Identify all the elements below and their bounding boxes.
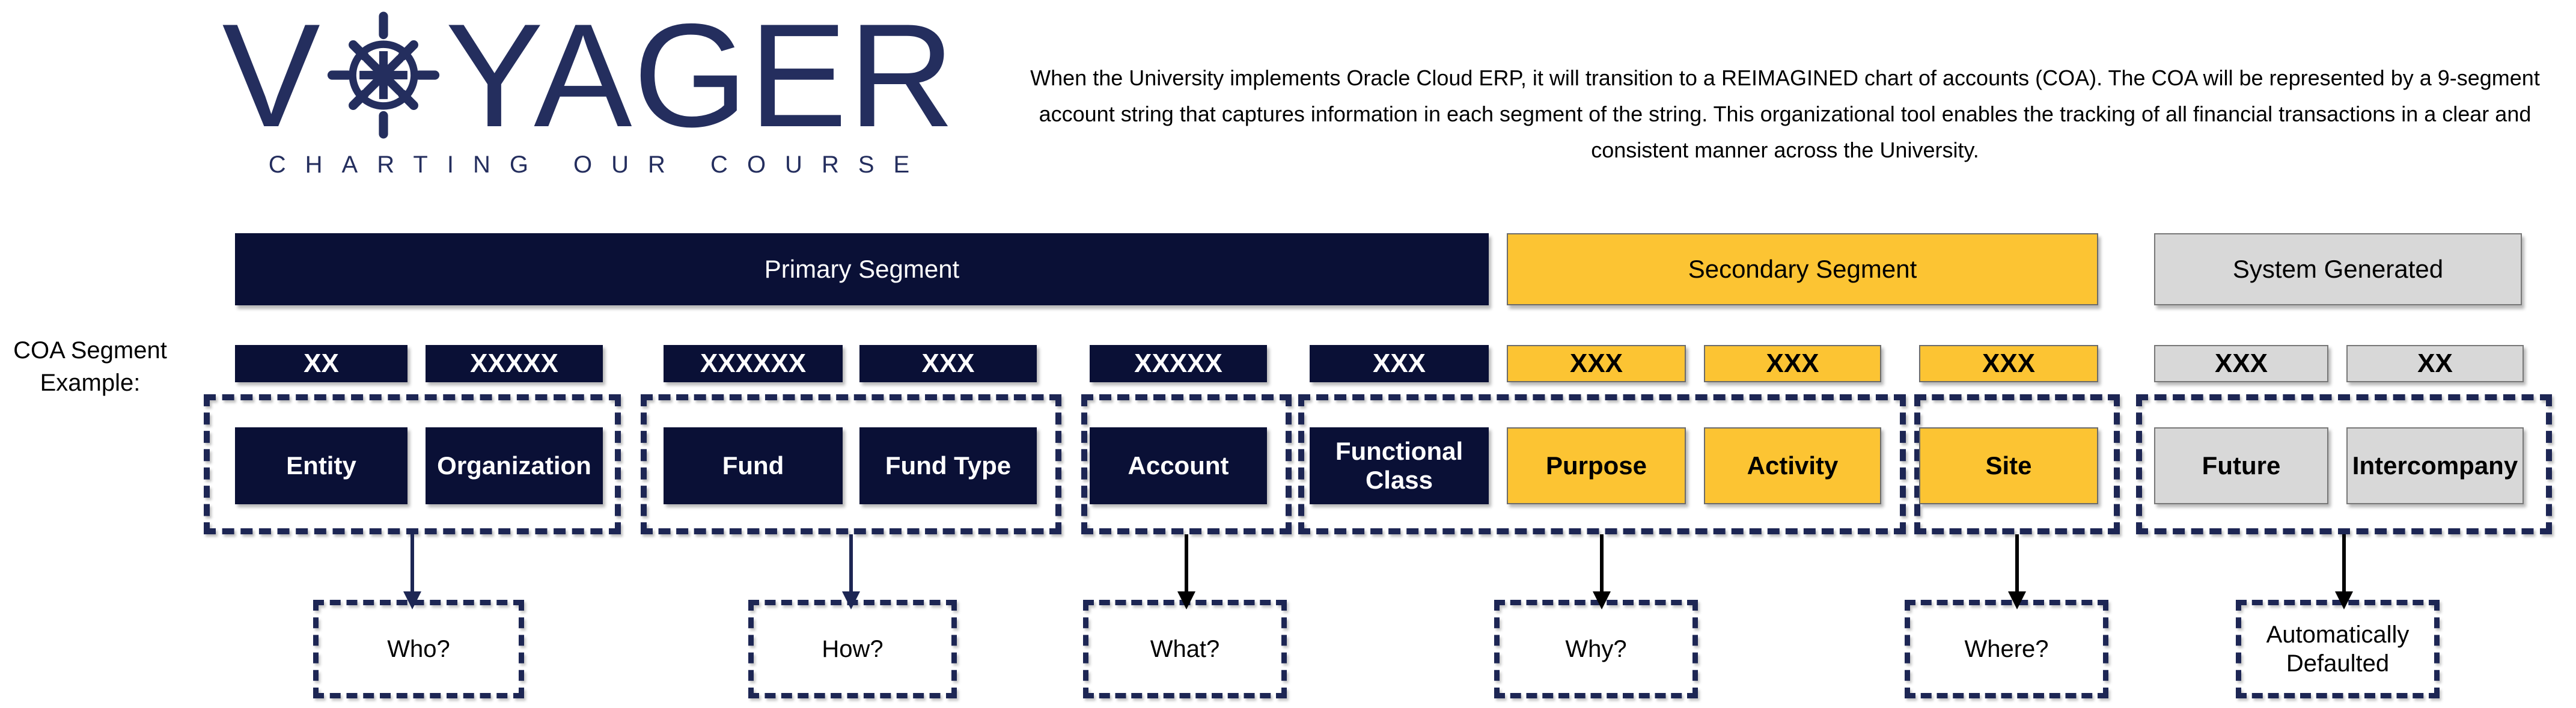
arrow-down-icon (1593, 591, 1611, 609)
question-label: Why? (1565, 636, 1627, 662)
primary-segment-header: Primary Segment (235, 233, 1489, 305)
segment-name-box-entity: Entity (235, 427, 407, 504)
question-box-border (1905, 600, 2108, 698)
coa-example-label: COA Segment Example: (13, 337, 167, 396)
segment-code-box-fund-type: XXX (859, 345, 1037, 382)
segment-code-box-purpose: XXX (1507, 345, 1686, 382)
connector-line-who (411, 534, 414, 593)
segment-name-box-site: Site (1919, 427, 2098, 504)
segment-code-box-fund: XXXXXX (664, 345, 843, 382)
segment-name-box-activity: Activity (1704, 427, 1881, 504)
segment-group-outline-why (1298, 394, 1906, 534)
segment-name-box-future: Future (2154, 427, 2328, 504)
question-label: What? (1150, 636, 1220, 662)
logo-tagline: CHARTING OUR COURSE (268, 151, 929, 178)
connector-line-how (849, 534, 853, 593)
question-box-why: Why? (1494, 600, 1698, 698)
segment-code-box-site: XXX (1919, 345, 2098, 382)
segment-code-box-intercompany: XX (2346, 345, 2524, 382)
logo-word-end: YAGER (445, 0, 956, 157)
arrow-down-icon (2335, 591, 2353, 609)
secondary-segment-header: Secondary Segment (1507, 233, 2098, 305)
connector-line-why (1600, 534, 1604, 593)
segment-group-outline-who (204, 394, 621, 534)
connector-line-auto (2342, 534, 2346, 593)
system-generated-header: System Generated (2154, 233, 2522, 305)
segment-name-box-functional-class: Functional Class (1310, 427, 1489, 504)
question-box-who: Who? (313, 600, 524, 698)
segment-group-outline-what (1081, 394, 1292, 534)
arrow-down-icon (842, 591, 860, 609)
segment-code-box-entity: XX (235, 345, 407, 382)
segment-name-box-fund: Fund (664, 427, 843, 504)
segment-name-box-intercompany: Intercompany (2346, 427, 2524, 504)
voyager-logo: V YAGER (204, 0, 974, 150)
connector-line-where (2015, 534, 2019, 593)
question-label: How? (822, 636, 884, 662)
segment-name-box-organization: Organization (426, 427, 603, 504)
segment-code-box-account: XXXXX (1090, 345, 1267, 382)
ship-wheel-icon (327, 11, 440, 139)
segment-group-outline-auto (2136, 394, 2552, 534)
question-label: Who? (387, 636, 450, 662)
segment-group-outline-where (1914, 394, 2120, 534)
segment-group-outline-how (641, 394, 1061, 534)
arrow-down-icon (403, 591, 421, 609)
segment-name-box-purpose: Purpose (1507, 427, 1686, 504)
question-box-where: Where? (1905, 600, 2108, 698)
arrow-down-icon (2008, 591, 2026, 609)
logo-word-start: V (222, 0, 322, 157)
question-box-automatically-defaulted: Automatically Defaulted (2236, 600, 2440, 698)
connector-line-what (1185, 534, 1188, 593)
intro-text: When the University implements Oracle Cl… (1030, 66, 2540, 162)
segment-code-box-organization: XXXXX (426, 345, 603, 382)
segment-code-box-activity: XXX (1704, 345, 1881, 382)
question-label: Automatically Defaulted (2266, 621, 2410, 677)
segment-name-box-fund-type: Fund Type (859, 427, 1037, 504)
question-box-what: What? (1083, 600, 1287, 698)
question-label: Where? (1964, 636, 2049, 662)
arrow-down-icon (1177, 591, 1195, 609)
segment-name-box-account: Account (1090, 427, 1267, 504)
segment-code-box-future: XXX (2154, 345, 2328, 382)
segment-code-box-functional-class: XXX (1310, 345, 1489, 382)
question-box-how: How? (748, 600, 957, 698)
